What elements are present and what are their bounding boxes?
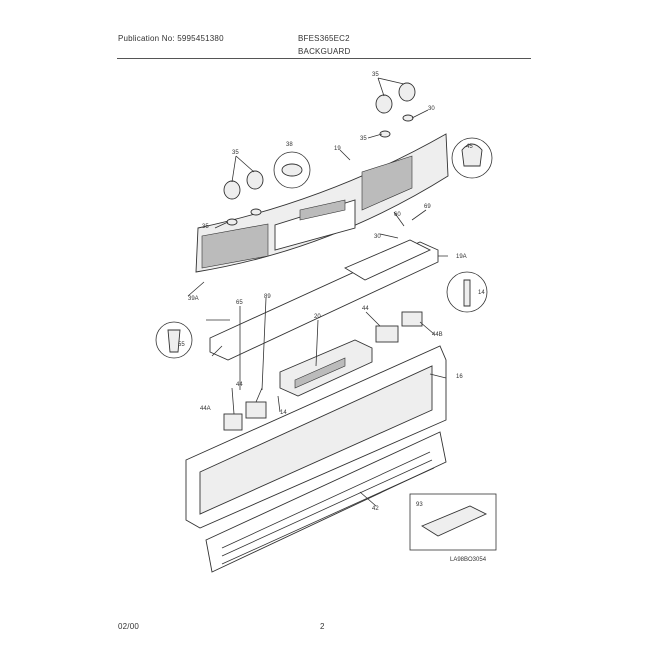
control-panel-part	[195, 133, 449, 273]
section-title: BACKGUARD	[298, 47, 351, 56]
callout-label: 39A	[188, 296, 199, 302]
callout-label: 14	[478, 290, 485, 296]
callout-label: 38	[286, 142, 293, 148]
callout-label: 35	[372, 72, 379, 78]
callout-label: 35	[232, 150, 239, 156]
callout-label: 45	[466, 144, 473, 150]
callout-label: 55	[178, 342, 185, 348]
vent-panel-part	[205, 431, 447, 573]
callout-label: 44	[362, 306, 369, 312]
image-code: LA98BO3054	[450, 557, 487, 563]
callout-label: 20	[314, 314, 321, 320]
left-knobs-part	[223, 170, 264, 226]
control-board-part	[279, 339, 373, 397]
callout-label: 93	[416, 502, 423, 508]
callout-label: 60	[394, 212, 401, 218]
header-rule	[117, 58, 531, 59]
callout-label: 69	[424, 204, 431, 210]
callout-label: 19A	[456, 254, 467, 260]
panel-bracket-part	[209, 239, 439, 361]
backguard-shell-part	[185, 345, 447, 529]
callout-label: 44A	[200, 406, 211, 412]
footer-page-number: 2	[320, 622, 325, 631]
callout-label: 89	[264, 294, 271, 300]
callout-labels: 35 30 35 38 19 45 35 60 69 30 19A 35 39A…	[178, 72, 485, 512]
callout-label: 16	[456, 374, 463, 380]
model-number: BFES365EC2	[298, 34, 350, 43]
callout-label: 65	[236, 300, 243, 306]
callout-label: 30	[374, 234, 381, 240]
callout-label: 14	[280, 410, 287, 416]
callout-detail-circles	[155, 137, 493, 359]
callout-label: 42	[372, 506, 379, 512]
callout-label: 30	[428, 106, 435, 112]
callout-label: 19	[334, 146, 341, 152]
footer-date: 02/00	[118, 622, 140, 631]
callout-label: 44B	[432, 332, 443, 338]
callout-label: 44	[236, 382, 243, 388]
top-knobs-part	[375, 82, 416, 138]
callout-label: 35	[360, 136, 367, 142]
switch-parts	[223, 311, 423, 431]
callout-label: 35	[202, 224, 209, 230]
publication-number: Publication No: 5995451380	[118, 34, 224, 43]
inset-detail-box	[409, 493, 497, 551]
leader-lines	[187, 77, 448, 507]
